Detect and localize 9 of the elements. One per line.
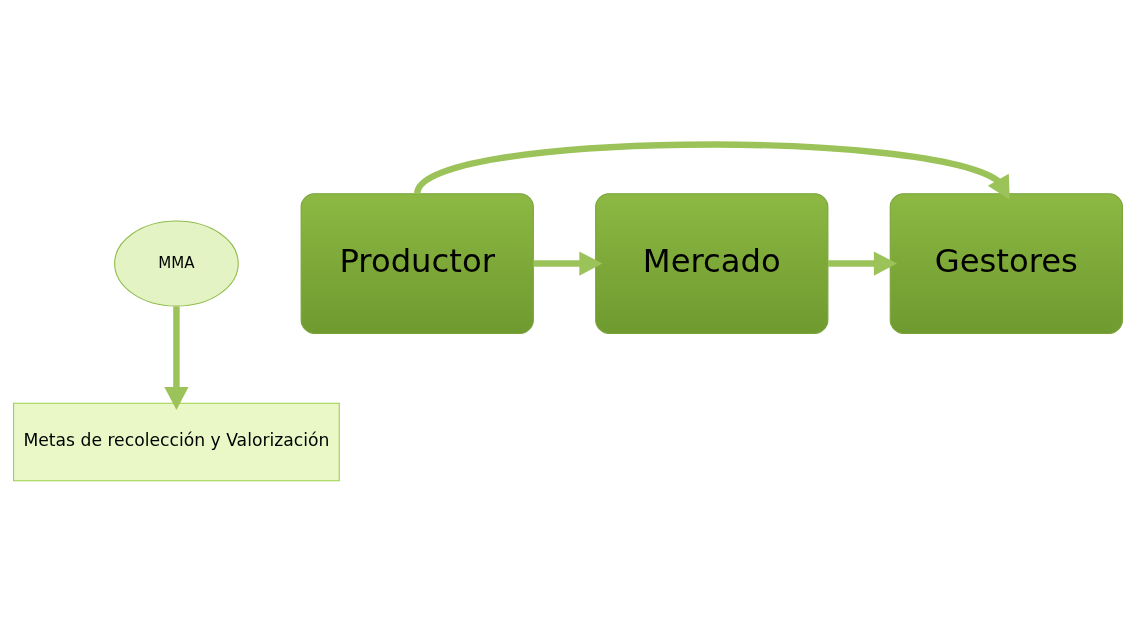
arrow bbox=[532, 251, 602, 276]
node-box: Gestores bbox=[889, 193, 1123, 334]
node-box: Metas de recolección y Valorización bbox=[12, 402, 340, 482]
node-box: Productor bbox=[300, 193, 534, 334]
node-ellipse: MMA bbox=[113, 220, 239, 307]
node-box: Mercado bbox=[594, 193, 828, 334]
arrow bbox=[414, 141, 1010, 200]
arrow bbox=[827, 251, 897, 276]
arrow bbox=[163, 306, 189, 410]
